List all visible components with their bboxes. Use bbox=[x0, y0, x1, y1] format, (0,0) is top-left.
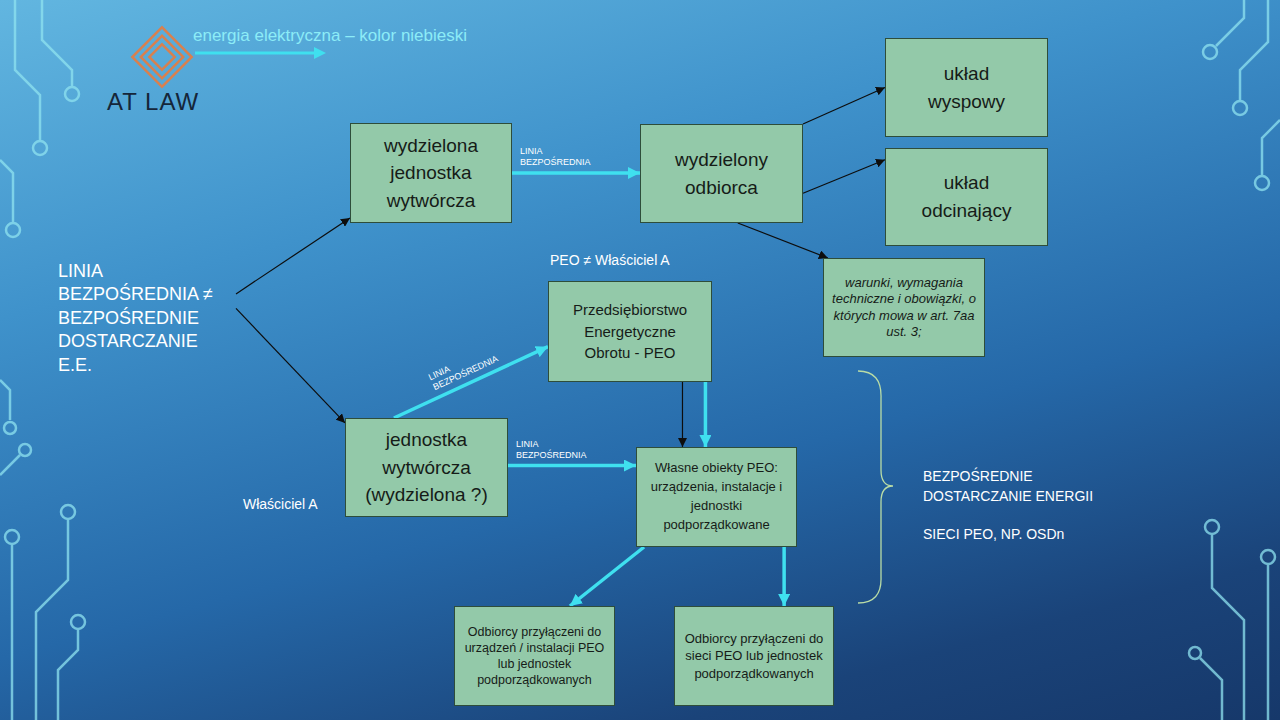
connector-arrow bbox=[682, 382, 683, 447]
process-box: Przedsiębiorstwo Energetyczne Obrotu - P… bbox=[548, 281, 712, 382]
circuit-line bbox=[15, 0, 40, 140]
logo-square bbox=[132, 27, 191, 86]
owner-note: Właściciel A bbox=[243, 496, 318, 513]
circuit-node bbox=[33, 141, 47, 155]
process-box: układ odcinający bbox=[885, 148, 1048, 246]
circuit-node bbox=[1189, 647, 1201, 659]
connector-arrow bbox=[394, 347, 548, 418]
circuit-line bbox=[1262, 120, 1280, 175]
curly-bracket bbox=[858, 371, 893, 603]
logo-square bbox=[141, 36, 183, 78]
legend-arrowhead bbox=[314, 47, 326, 59]
logo-text: AT LAW bbox=[107, 88, 199, 117]
circuit-line bbox=[36, 520, 68, 720]
node-text: układ odcinający bbox=[916, 169, 1017, 224]
process-box: Odbiorcy przyłączeni do sieci PEO lub je… bbox=[674, 606, 834, 706]
connector-arrow bbox=[236, 308, 345, 423]
circuit-line bbox=[0, 455, 20, 475]
circuit-node bbox=[1255, 176, 1269, 190]
line-label: LINIA BEZPOŚREDNIA bbox=[520, 146, 592, 168]
circuit-line bbox=[11, 545, 14, 720]
bracket-label: BEZPOŚREDNIE DOSTARCZANIE ENERGII bbox=[923, 466, 1128, 507]
connector-arrow bbox=[738, 223, 828, 258]
circuit-line bbox=[1200, 658, 1222, 720]
node-text: Przedsiębiorstwo Energetyczne Obrotu - P… bbox=[563, 299, 697, 364]
node-text: wydzielona jednostka wytwórcza bbox=[363, 132, 499, 215]
process-box: wydzielona jednostka wytwórcza bbox=[350, 123, 512, 223]
connector-arrow bbox=[803, 88, 885, 125]
process-box: wydzielony odbiorca bbox=[640, 124, 803, 223]
circuit-line bbox=[0, 380, 10, 420]
process-box: jednostka wytwórcza (wydzielona ?) bbox=[345, 418, 508, 517]
connector-arrow bbox=[782, 547, 786, 606]
process-box: Odbiorcy przyłączeni do urządzeń / insta… bbox=[454, 606, 615, 706]
circuit-node bbox=[61, 505, 75, 519]
logo-square bbox=[149, 44, 174, 69]
circuit-node bbox=[1233, 101, 1247, 115]
connector-arrow bbox=[704, 382, 708, 447]
node-text: jednostka wytwórcza (wydzielona ?) bbox=[358, 426, 495, 509]
node-text: Odbiorcy przyłączeni do sieci PEO lub je… bbox=[683, 630, 825, 683]
circuit-node bbox=[65, 87, 79, 101]
connector-arrow bbox=[236, 218, 350, 294]
logo-mark bbox=[132, 27, 191, 86]
connector-arrow bbox=[803, 160, 885, 194]
circuit-node bbox=[5, 530, 19, 544]
connector-arrow bbox=[508, 464, 636, 468]
connector-arrow bbox=[570, 547, 644, 606]
circuit-node bbox=[6, 223, 20, 237]
circuit-line bbox=[1212, 535, 1244, 720]
circuit-line bbox=[0, 160, 13, 222]
circuit-line bbox=[1267, 565, 1270, 720]
circuit-node bbox=[1205, 520, 1219, 534]
node-text: układ wyspowy bbox=[916, 60, 1017, 115]
circuit-node bbox=[71, 615, 85, 629]
circuit-line bbox=[1216, 0, 1244, 46]
circuit-node bbox=[19, 444, 31, 456]
node-text: LINIA BEZPOŚREDNIA ≠ BEZPOŚREDNIE DOSTAR… bbox=[58, 260, 236, 377]
process-box: układ wyspowy bbox=[885, 38, 1048, 137]
circuit-node bbox=[4, 422, 16, 434]
line-label: LINIA BEZPOŚREDNIA bbox=[427, 343, 501, 393]
circuit-line bbox=[58, 630, 78, 720]
line-label: LINIA BEZPOŚREDNIA bbox=[516, 439, 588, 461]
circuit-line bbox=[42, 0, 72, 86]
node-text: Własne obiekty PEO: urządzenia, instalac… bbox=[645, 459, 788, 534]
bracket-label: SIECI PEO, NP. OSDn bbox=[923, 526, 1064, 543]
owner-note: PEO ≠ Właściciel A bbox=[550, 252, 670, 269]
legend-sample bbox=[195, 47, 326, 59]
circuit-node bbox=[1203, 45, 1217, 59]
heading-text: LINIA BEZPOŚREDNIA ≠ BEZPOŚREDNIE DOSTAR… bbox=[58, 260, 236, 381]
note-box: warunki, wymagania techniczne i obowiązk… bbox=[823, 258, 985, 357]
legend-line bbox=[195, 52, 316, 55]
node-text: Odbiorcy przyłączeni do urządzeń / insta… bbox=[461, 624, 608, 689]
node-text: warunki, wymagania techniczne i obowiązk… bbox=[830, 275, 978, 340]
node-text: wydzielony odbiorca bbox=[653, 146, 790, 201]
connector-arrow bbox=[512, 171, 640, 175]
process-box: Własne obiekty PEO: urządzenia, instalac… bbox=[636, 447, 797, 547]
circuit-node bbox=[1261, 550, 1275, 564]
legend-text: energia elektryczna – kolor niebieski bbox=[193, 26, 467, 46]
